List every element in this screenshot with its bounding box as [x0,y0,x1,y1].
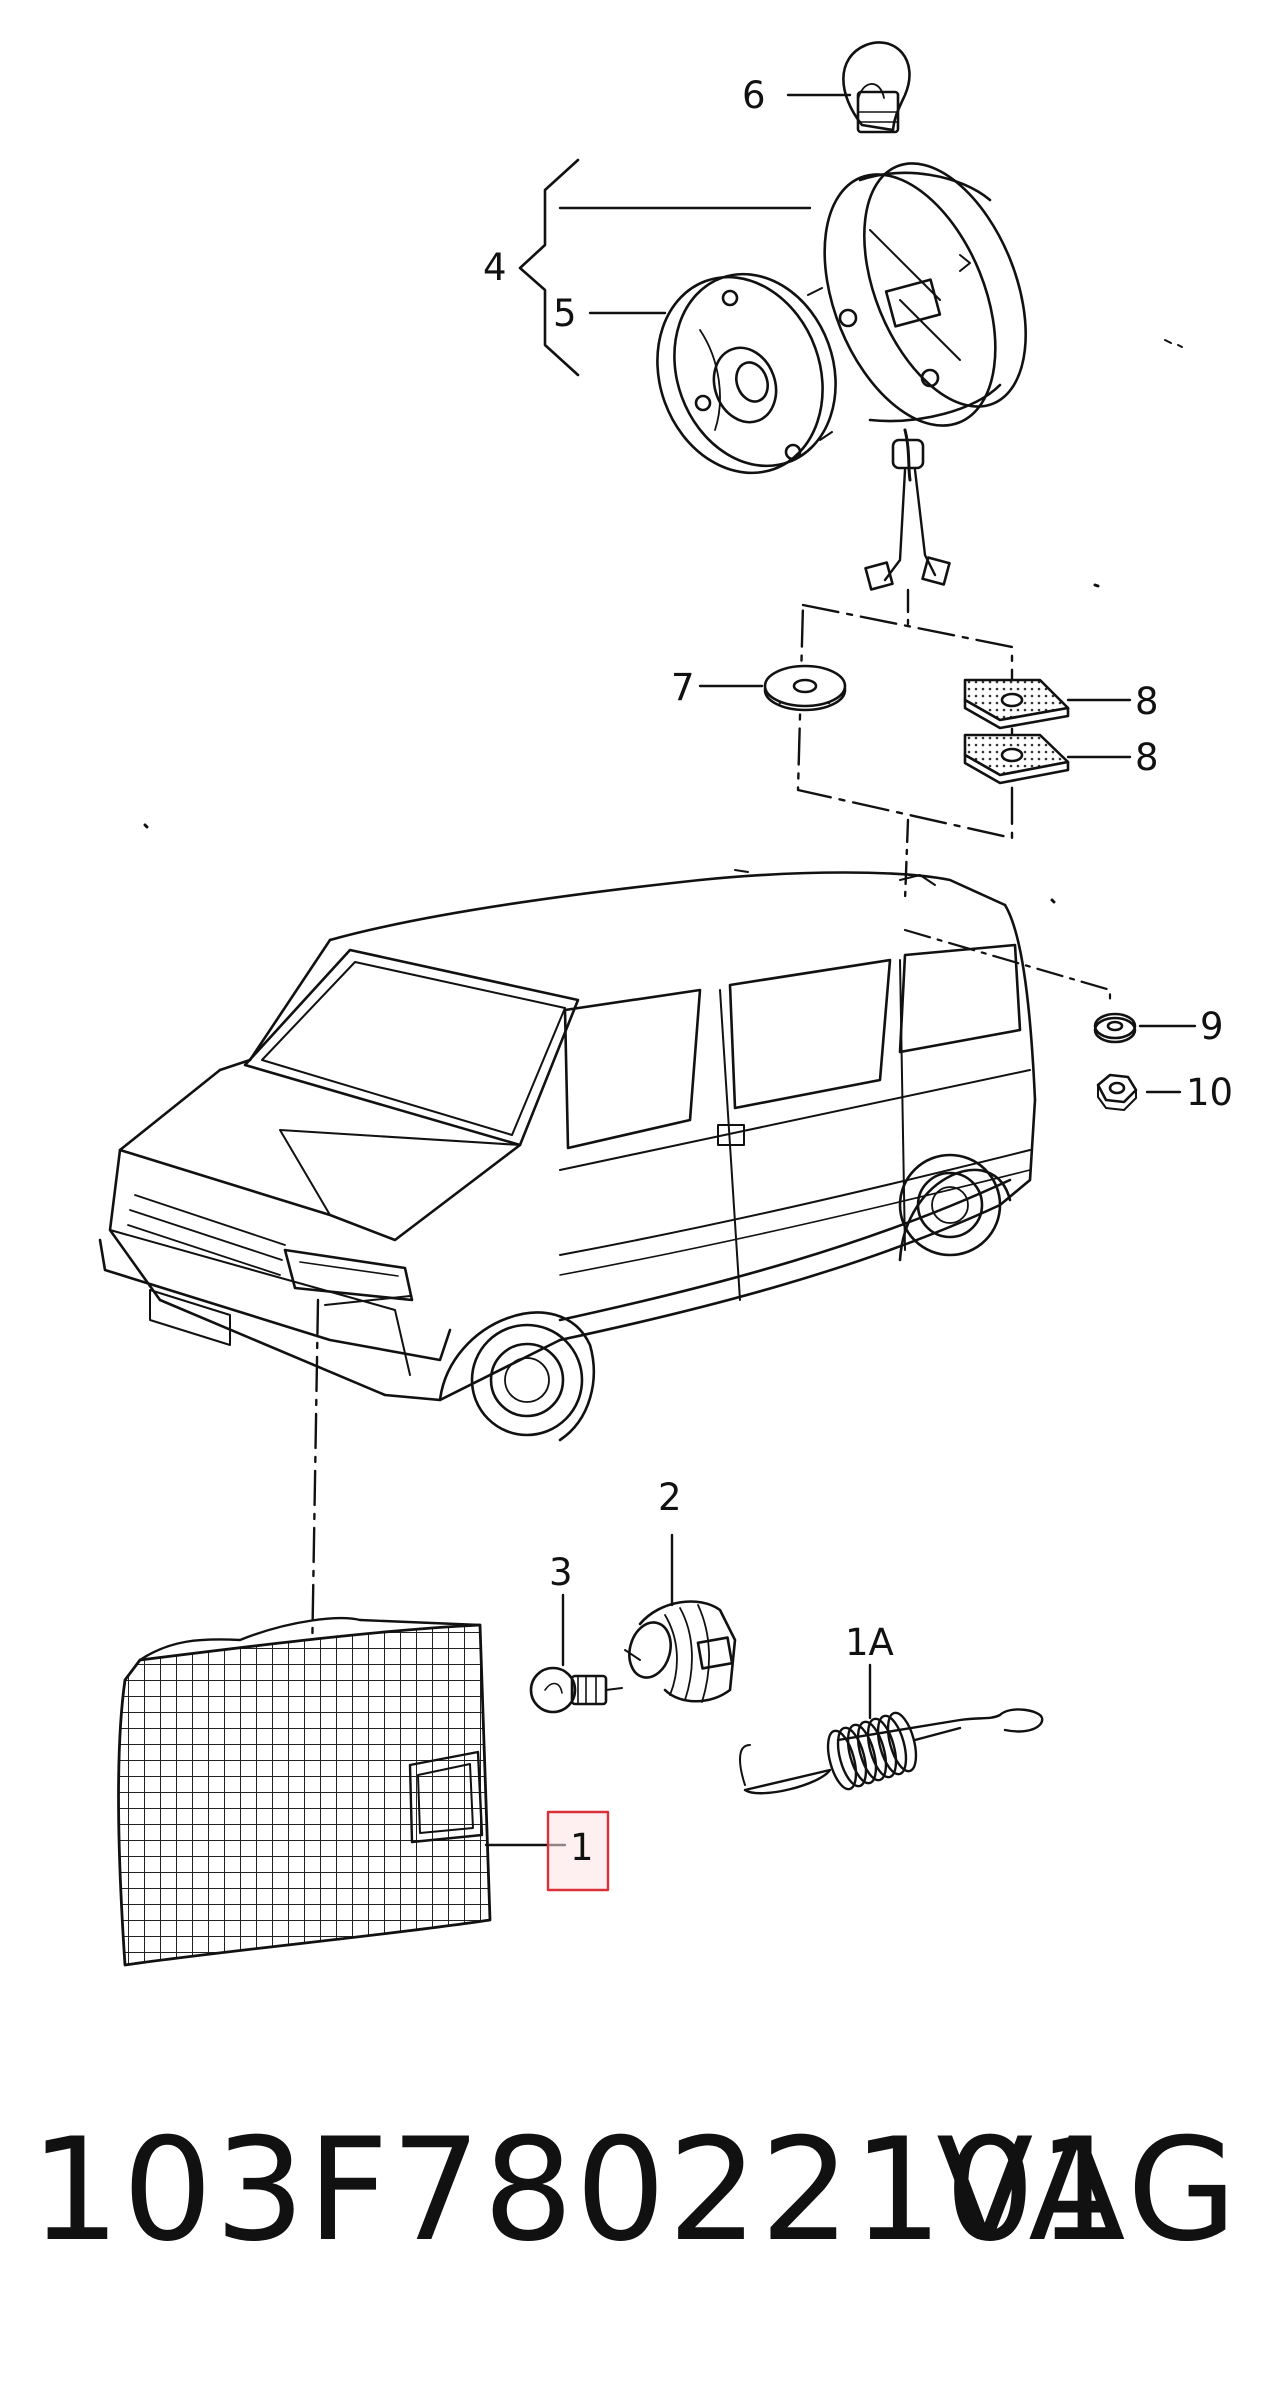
mounting-plane-outline [796,603,1014,840]
callout-5: 5 [553,292,577,335]
callout-8-lower: 8 [1135,736,1159,779]
callout-10: 10 [1186,1071,1233,1114]
lamp-housing-4-illustration [823,162,1027,591]
bulb-6-illustration [842,41,911,134]
hex-nut-10-illustration [1096,1073,1138,1111]
callout-1: 1 [570,1826,594,1869]
callout-3: 3 [549,1551,573,1594]
backing-plate-5-illustration [656,272,837,475]
leader-roof-to-9 [903,928,1112,1007]
bulb-3-illustration [529,1666,623,1714]
indicator-lens-1-illustration [117,1617,492,1967]
callout-9: 9 [1200,1005,1224,1048]
washer-7-illustration [763,664,847,712]
brand-name: VAG [936,2108,1241,2273]
foam-pad-8-lower-illustration [963,733,1070,785]
highlight-box-part-1 [546,1810,610,1892]
callout-8-upper: 8 [1135,680,1159,723]
group-bracket-4 [518,158,580,377]
callout-7: 7 [671,666,695,709]
spring-washer-9-illustration [1093,1012,1137,1044]
part-number: 103F78022101 [30,2108,1130,2273]
bulb-socket-2-illustration [624,1600,737,1703]
foam-pad-8-upper-illustration [963,678,1070,730]
callout-1a: 1A [845,1621,894,1664]
van-illustration [98,869,1037,1442]
callout-6: 6 [742,74,766,117]
callout-4: 4 [483,246,507,289]
callout-2: 2 [658,1476,682,1519]
leader-van-to-lens [310,1298,320,1662]
spring-clip-1a-illustration [739,1708,1044,1795]
